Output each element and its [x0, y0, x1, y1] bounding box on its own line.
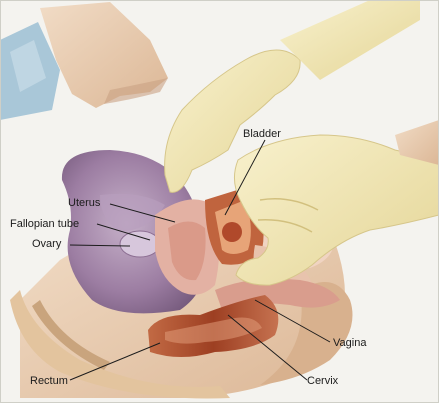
glove-top-cuff — [280, 0, 420, 80]
label-fallopian-tube: Fallopian tube — [10, 218, 79, 230]
label-vagina: Vagina — [333, 337, 366, 349]
label-cervix: Cervix — [307, 375, 338, 387]
label-ovary: Ovary — [32, 238, 61, 250]
label-uterus: Uterus — [68, 197, 100, 209]
label-rectum: Rectum — [30, 375, 68, 387]
ovary-shape — [120, 231, 160, 257]
label-bladder: Bladder — [243, 128, 281, 140]
